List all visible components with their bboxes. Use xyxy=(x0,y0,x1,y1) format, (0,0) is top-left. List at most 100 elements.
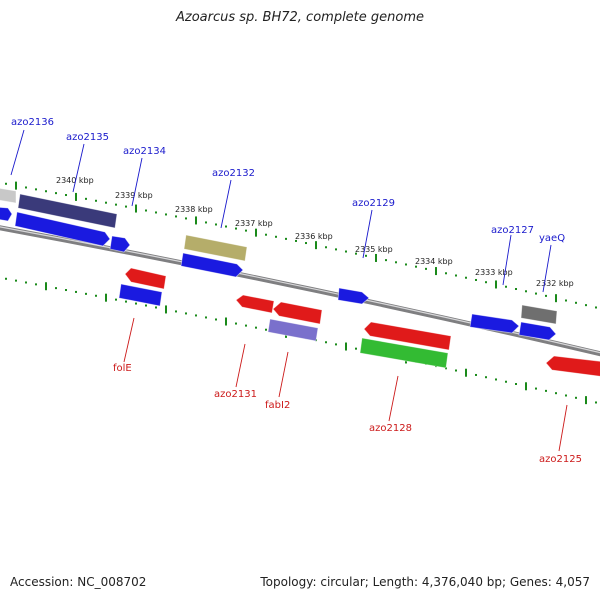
minor-tick xyxy=(145,304,147,307)
leader-line-azo2128 xyxy=(388,375,399,422)
major-tick xyxy=(465,368,467,377)
minor-tick xyxy=(515,288,517,291)
minor-tick xyxy=(205,221,207,224)
minor-tick xyxy=(265,233,267,236)
minor-tick xyxy=(345,250,347,253)
minor-tick xyxy=(85,292,87,295)
minor-tick xyxy=(565,299,567,302)
minor-tick xyxy=(265,328,267,331)
minor-tick xyxy=(155,211,157,214)
accession-text: Accession: NC_008702 xyxy=(10,575,147,589)
major-tick xyxy=(375,253,377,262)
gene-label-azo2131[interactable]: azo2131 xyxy=(214,389,257,400)
minor-tick xyxy=(225,225,227,228)
major-tick xyxy=(45,282,47,291)
major-tick xyxy=(585,396,587,405)
minor-tick xyxy=(245,324,247,327)
gene-label-folE[interactable]: folE xyxy=(113,363,132,374)
gene-shape-fabI2[interactable] xyxy=(272,301,323,325)
kbp-tick-label-2337: 2337 kbp xyxy=(235,219,273,228)
minor-tick xyxy=(285,237,287,240)
minor-tick xyxy=(145,209,147,212)
minor-tick xyxy=(115,298,117,301)
gene-label-azo2127[interactable]: azo2127 xyxy=(491,225,534,236)
minor-tick xyxy=(215,318,217,321)
gene-shape-azo2132-blue[interactable] xyxy=(180,252,244,278)
major-tick xyxy=(345,342,347,351)
gene-shape-fabI2-lavender[interactable] xyxy=(267,318,319,342)
leader-line-yaeQ xyxy=(542,244,552,293)
gene-shape-azo2136-arrow[interactable] xyxy=(14,211,111,247)
gene-shape-azo2134[interactable] xyxy=(109,235,131,253)
gene-features xyxy=(0,187,600,377)
minor-tick xyxy=(505,380,507,383)
minor-tick xyxy=(125,205,127,208)
minor-tick xyxy=(395,261,397,264)
gene-label-azo2128[interactable]: azo2128 xyxy=(369,423,412,434)
minor-tick xyxy=(5,182,7,185)
minor-tick xyxy=(245,229,247,232)
gene-label-azo2136[interactable]: azo2136 xyxy=(11,117,54,128)
leader-line-azo2134 xyxy=(131,157,143,207)
genome-summary-text: Topology: circular; Length: 4,376,040 bp… xyxy=(260,575,590,589)
major-tick xyxy=(495,280,497,289)
gene-shape-azo2135[interactable] xyxy=(17,193,118,229)
kbp-tick-label-2340: 2340 kbp xyxy=(56,176,94,185)
minor-tick xyxy=(35,283,37,286)
major-tick xyxy=(165,305,167,314)
minor-tick xyxy=(195,314,197,317)
leader-line-azo2129 xyxy=(362,209,373,259)
minor-tick xyxy=(335,343,337,346)
leader-line-azo2131 xyxy=(235,343,246,388)
minor-tick xyxy=(155,306,157,309)
gene-shape-azo2125[interactable] xyxy=(545,355,600,377)
minor-tick xyxy=(235,322,237,325)
major-tick xyxy=(315,241,317,250)
gene-label-azo2132[interactable]: azo2132 xyxy=(212,168,255,179)
minor-tick xyxy=(465,276,467,279)
minor-tick xyxy=(335,248,337,251)
minor-tick xyxy=(105,201,107,204)
gene-shape-gray-left[interactable] xyxy=(0,187,17,204)
genome-title: Azoarcus sp. BH72, complete genome xyxy=(175,10,425,25)
gene-shape-azo2129[interactable] xyxy=(337,287,370,305)
minor-tick xyxy=(275,235,277,238)
minor-tick xyxy=(15,279,17,282)
gene-label-yaeQ[interactable]: yaeQ xyxy=(539,233,565,244)
minor-tick xyxy=(65,289,67,292)
gene-labels: azo2136 azo2135 azo2134 azo2132 azo2129 … xyxy=(11,117,582,465)
gene-label-azo2134[interactable]: azo2134 xyxy=(123,146,166,157)
gene-shape-yaeQ-gray[interactable] xyxy=(520,304,558,325)
gene-shape-azo2127[interactable] xyxy=(469,313,520,334)
minor-tick xyxy=(565,394,567,397)
gene-shape-azo2128[interactable] xyxy=(359,337,449,369)
gene-shape-azo2132[interactable] xyxy=(183,234,248,262)
gene-label-azo2129[interactable]: azo2129 xyxy=(352,198,395,209)
gene-label-azo2125[interactable]: azo2125 xyxy=(539,454,582,465)
gene-shape-blue-left[interactable] xyxy=(0,206,13,222)
gene-shape-azo2131[interactable] xyxy=(235,294,275,314)
gene-shape-folE[interactable] xyxy=(118,283,163,307)
gene-label-azo2135[interactable]: azo2135 xyxy=(66,132,109,143)
gene-label-fabI2[interactable]: fabI2 xyxy=(265,400,290,411)
gene-shape-yaeQ[interactable] xyxy=(518,321,557,341)
minor-tick xyxy=(205,316,207,319)
minor-tick xyxy=(235,227,237,230)
gene-shape-azo2128-red[interactable] xyxy=(363,321,452,351)
minor-tick xyxy=(185,217,187,220)
minor-tick xyxy=(55,287,57,290)
leader-line-fabI2 xyxy=(278,351,289,398)
major-tick xyxy=(255,228,257,237)
major-tick xyxy=(225,317,227,326)
gene-shape-folE-red[interactable] xyxy=(124,267,167,290)
minor-tick xyxy=(475,373,477,376)
kbp-tick-label-2336: 2336 kbp xyxy=(295,232,333,241)
minor-tick xyxy=(175,310,177,313)
kbp-tick-label-2338: 2338 kbp xyxy=(175,205,213,214)
minor-tick xyxy=(75,290,77,293)
minor-tick xyxy=(495,378,497,381)
minor-tick xyxy=(355,347,357,350)
leader-line-azo2125 xyxy=(558,404,568,452)
minor-tick xyxy=(255,326,257,329)
leader-line-azo2132 xyxy=(220,179,232,229)
